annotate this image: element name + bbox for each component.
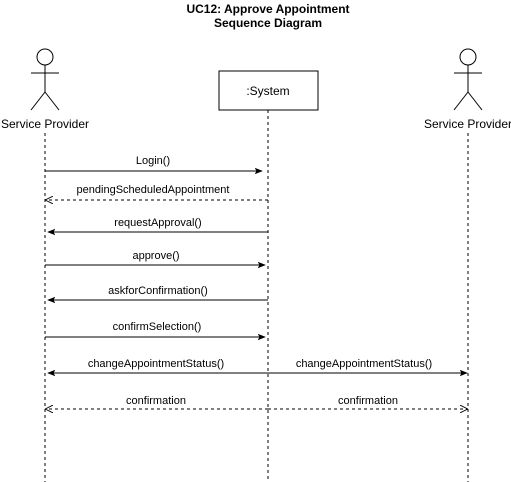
message-request-approval-label: requestApproval() xyxy=(114,217,201,229)
message-ask-for-confirmation-label: askforConfirmation() xyxy=(108,285,208,297)
diagram-title-line1: UC12: Approve Appointment xyxy=(186,2,349,16)
message-ask-for-confirmation: askforConfirmation() xyxy=(47,285,268,304)
message-pending-scheduled-appointment: pendingScheduledAppointment xyxy=(46,184,268,200)
message-pending-label: pendingScheduledAppointment xyxy=(77,184,230,196)
system-label: :System xyxy=(246,84,289,98)
message-change-status-left: changeAppointmentStatus() xyxy=(47,358,268,377)
message-approve-label: approve() xyxy=(132,250,179,262)
message-confirmation-right: confirmation xyxy=(268,395,467,409)
message-change-status-left-label: changeAppointmentStatus() xyxy=(88,358,224,370)
message-confirmation-left: confirmation xyxy=(46,395,268,409)
diagram-title-line2: Sequence Diagram xyxy=(214,16,322,30)
message-confirmation-left-label: confirmation xyxy=(126,395,186,407)
message-confirm-selection-label: confirmSelection() xyxy=(113,321,202,333)
right-actor-figure xyxy=(453,48,483,111)
left-actor-figure xyxy=(30,48,60,111)
system-participant xyxy=(218,70,319,111)
message-confirm-selection: confirmSelection() xyxy=(45,321,266,341)
message-change-status-right-label: changeAppointmentStatus() xyxy=(296,358,432,370)
left-actor-label: Service Provider xyxy=(1,117,89,131)
message-confirmation-right-label: confirmation xyxy=(338,395,398,407)
right-actor-label: Service Provider xyxy=(424,117,511,131)
message-login: Login() xyxy=(45,155,263,175)
message-change-status-right: changeAppointmentStatus() xyxy=(268,358,468,377)
message-approve: approve() xyxy=(45,250,266,269)
message-login-label: Login() xyxy=(136,155,170,167)
message-request-approval: requestApproval() xyxy=(47,217,268,236)
